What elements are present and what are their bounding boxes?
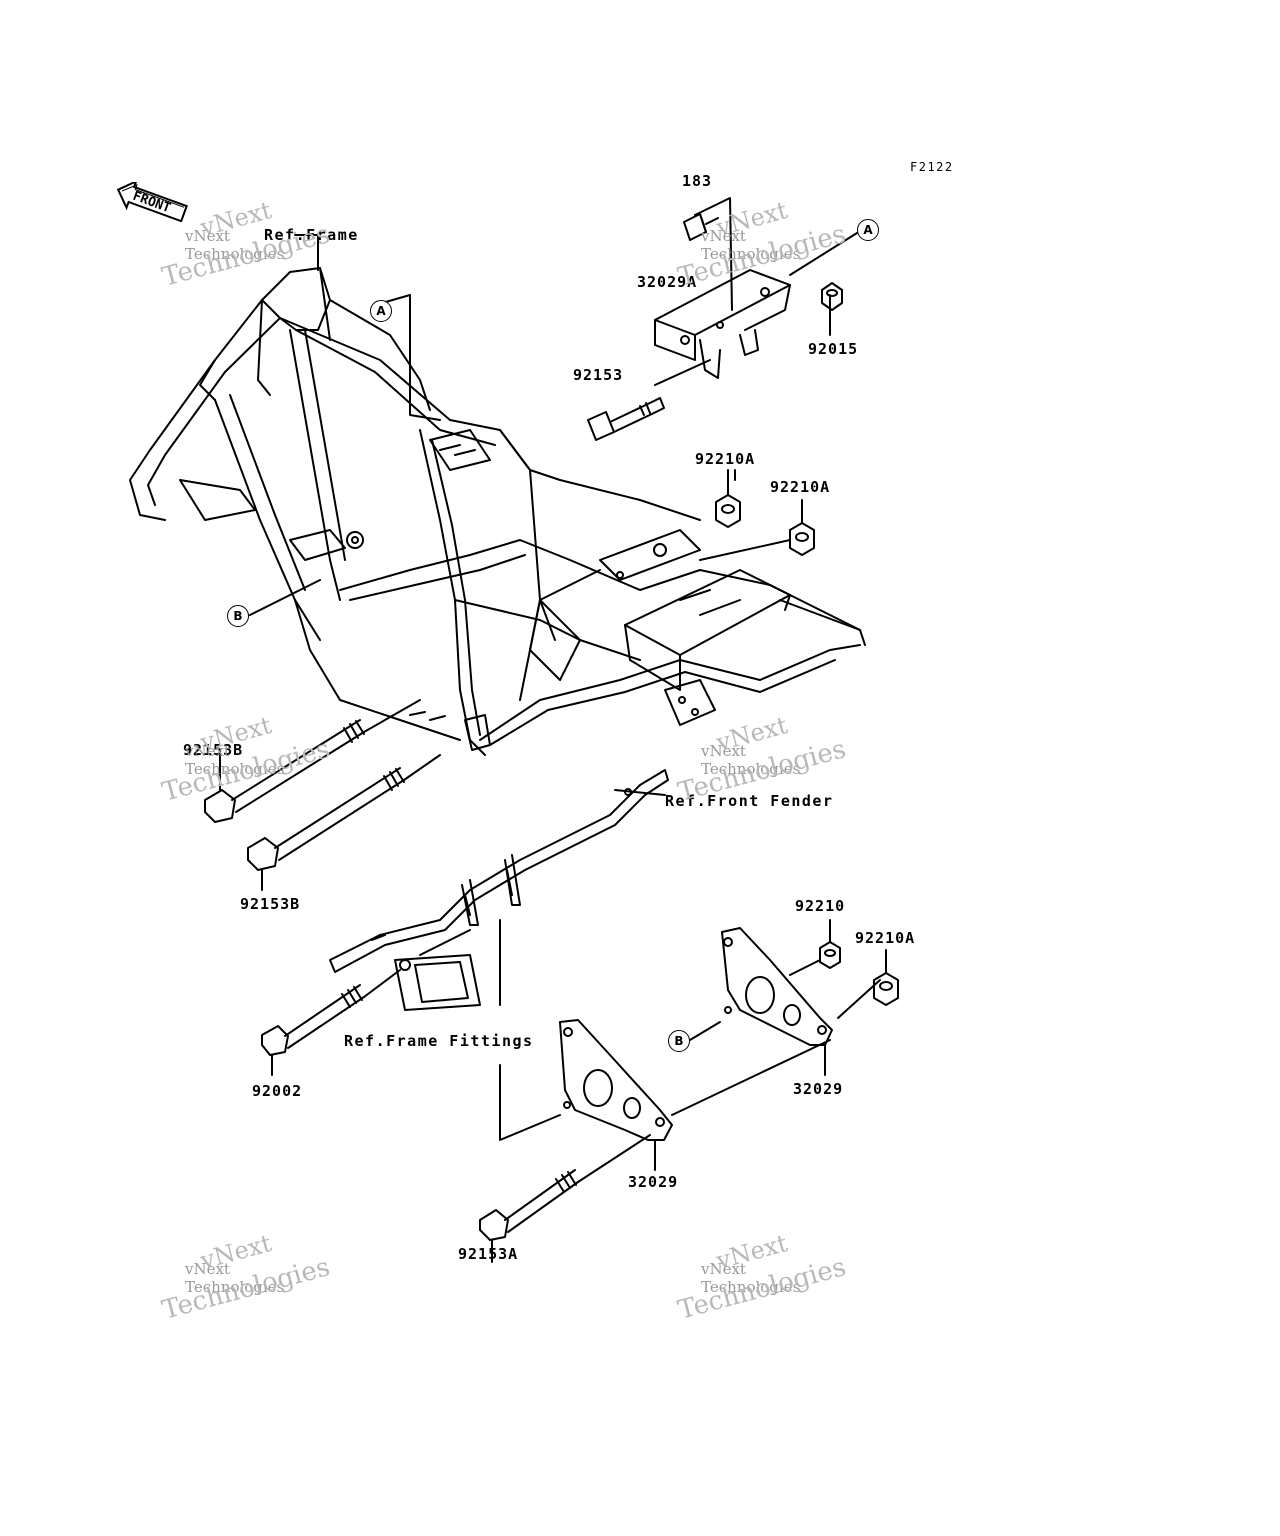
nut-92210A-lower bbox=[873, 949, 899, 1006]
nut-92210A-upper bbox=[715, 469, 741, 528]
nut-92210-lower bbox=[819, 919, 841, 969]
nut-92015 bbox=[821, 282, 843, 311]
ref-frame-label[interactable]: Ref.Frame bbox=[264, 226, 359, 244]
part-label-92210A-lower[interactable]: 92210A bbox=[855, 929, 916, 947]
part-label-92015[interactable]: 92015 bbox=[808, 340, 859, 358]
bolt-92153A bbox=[479, 1134, 651, 1263]
part-label-92153A[interactable]: 92153A bbox=[458, 1245, 519, 1263]
marker-a-bracket: A bbox=[857, 219, 879, 241]
frame-assembly bbox=[129, 267, 866, 756]
marker-b-plate: B bbox=[668, 1030, 690, 1052]
front-direction-icon bbox=[116, 182, 188, 222]
engine-mount-plate-left bbox=[559, 1019, 831, 1171]
part-label-92153[interactable]: 92153 bbox=[573, 366, 624, 384]
ref-frame-fittings-label[interactable]: Ref.Frame Fittings bbox=[344, 1032, 534, 1050]
part-label-92002[interactable]: 92002 bbox=[252, 1082, 303, 1100]
bolt-183 bbox=[683, 213, 719, 241]
bolt-92002 bbox=[261, 969, 401, 1076]
part-label-32029-left[interactable]: 32029 bbox=[628, 1173, 679, 1191]
front-fender-stay bbox=[329, 769, 669, 973]
part-label-32029-right[interactable]: 32029 bbox=[793, 1080, 844, 1098]
part-label-92153B-lower[interactable]: 92153B bbox=[240, 895, 301, 913]
bolt-92153B-lower bbox=[247, 754, 441, 891]
frame-fitting-plate bbox=[394, 919, 561, 1141]
ref-front-fender-label[interactable]: Ref.Front Fender bbox=[665, 792, 834, 810]
part-label-92210[interactable]: 92210 bbox=[795, 897, 846, 915]
bolt-92153B-upper bbox=[204, 699, 421, 823]
nut-92210A-middle bbox=[699, 499, 815, 561]
part-label-32029A[interactable]: 32029A bbox=[637, 273, 698, 291]
part-label-183[interactable]: 183 bbox=[682, 172, 713, 190]
engine-mount-plate-right bbox=[689, 927, 881, 1076]
bolt-92153 bbox=[587, 397, 665, 441]
upper-bracket-32029A bbox=[654, 197, 866, 386]
marker-b-frame: B bbox=[227, 605, 249, 627]
figure-code: F2122 bbox=[910, 160, 954, 174]
marker-a-frame: A bbox=[370, 300, 392, 322]
part-label-92210A-upper[interactable]: 92210A bbox=[695, 450, 756, 468]
part-label-92153B-upper[interactable]: 92153B bbox=[183, 741, 244, 759]
part-label-92210A-middle[interactable]: 92210A bbox=[770, 478, 831, 496]
